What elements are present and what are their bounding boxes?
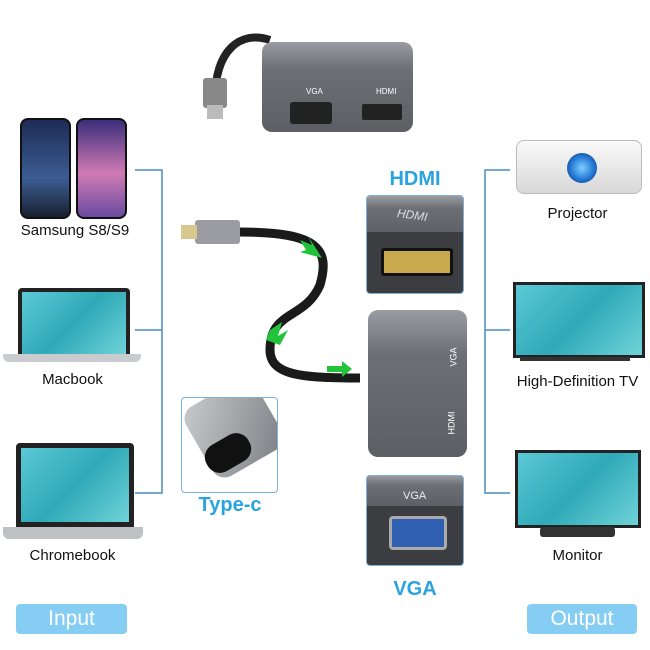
device-label: Samsung S8/S9: [20, 222, 130, 239]
device-label: Monitor: [552, 547, 603, 564]
top-adapter-image: VGA HDMI: [262, 42, 413, 132]
vga-port-closeup: VGA: [366, 475, 464, 566]
phone-image: [20, 118, 71, 219]
vga-closeup-label: VGA: [403, 490, 427, 502]
vga-port-label: VGA: [306, 87, 323, 96]
tv-image: [513, 282, 645, 358]
typec-title: Type-c: [198, 494, 262, 516]
projector-image: [516, 140, 642, 194]
device-label: High-Definition TV: [516, 373, 639, 390]
adapter-vga-label: VGA: [448, 347, 459, 367]
vga-title: VGA: [393, 578, 437, 600]
adapter-hdmi-label: HDMI: [446, 411, 457, 435]
arrow-icons: [266, 236, 352, 377]
device-label: Chromebook: [29, 547, 116, 564]
monitor-image: [515, 450, 641, 528]
phone-image: [76, 118, 127, 219]
hdmi-port-label: HDMI: [376, 87, 397, 96]
hdmi-title: HDMI: [389, 168, 441, 190]
device-label: Projector: [547, 205, 608, 222]
device-label: Macbook: [42, 371, 103, 388]
typec-closeup: [181, 397, 278, 493]
adapter-body: VGA HDMI: [368, 310, 467, 457]
macbook-image: [18, 288, 130, 358]
input-button: Input: [16, 604, 127, 634]
hdmi-port-closeup: HDMI: [366, 195, 464, 294]
chromebook-image: [16, 443, 134, 527]
output-button: Output: [527, 604, 637, 634]
